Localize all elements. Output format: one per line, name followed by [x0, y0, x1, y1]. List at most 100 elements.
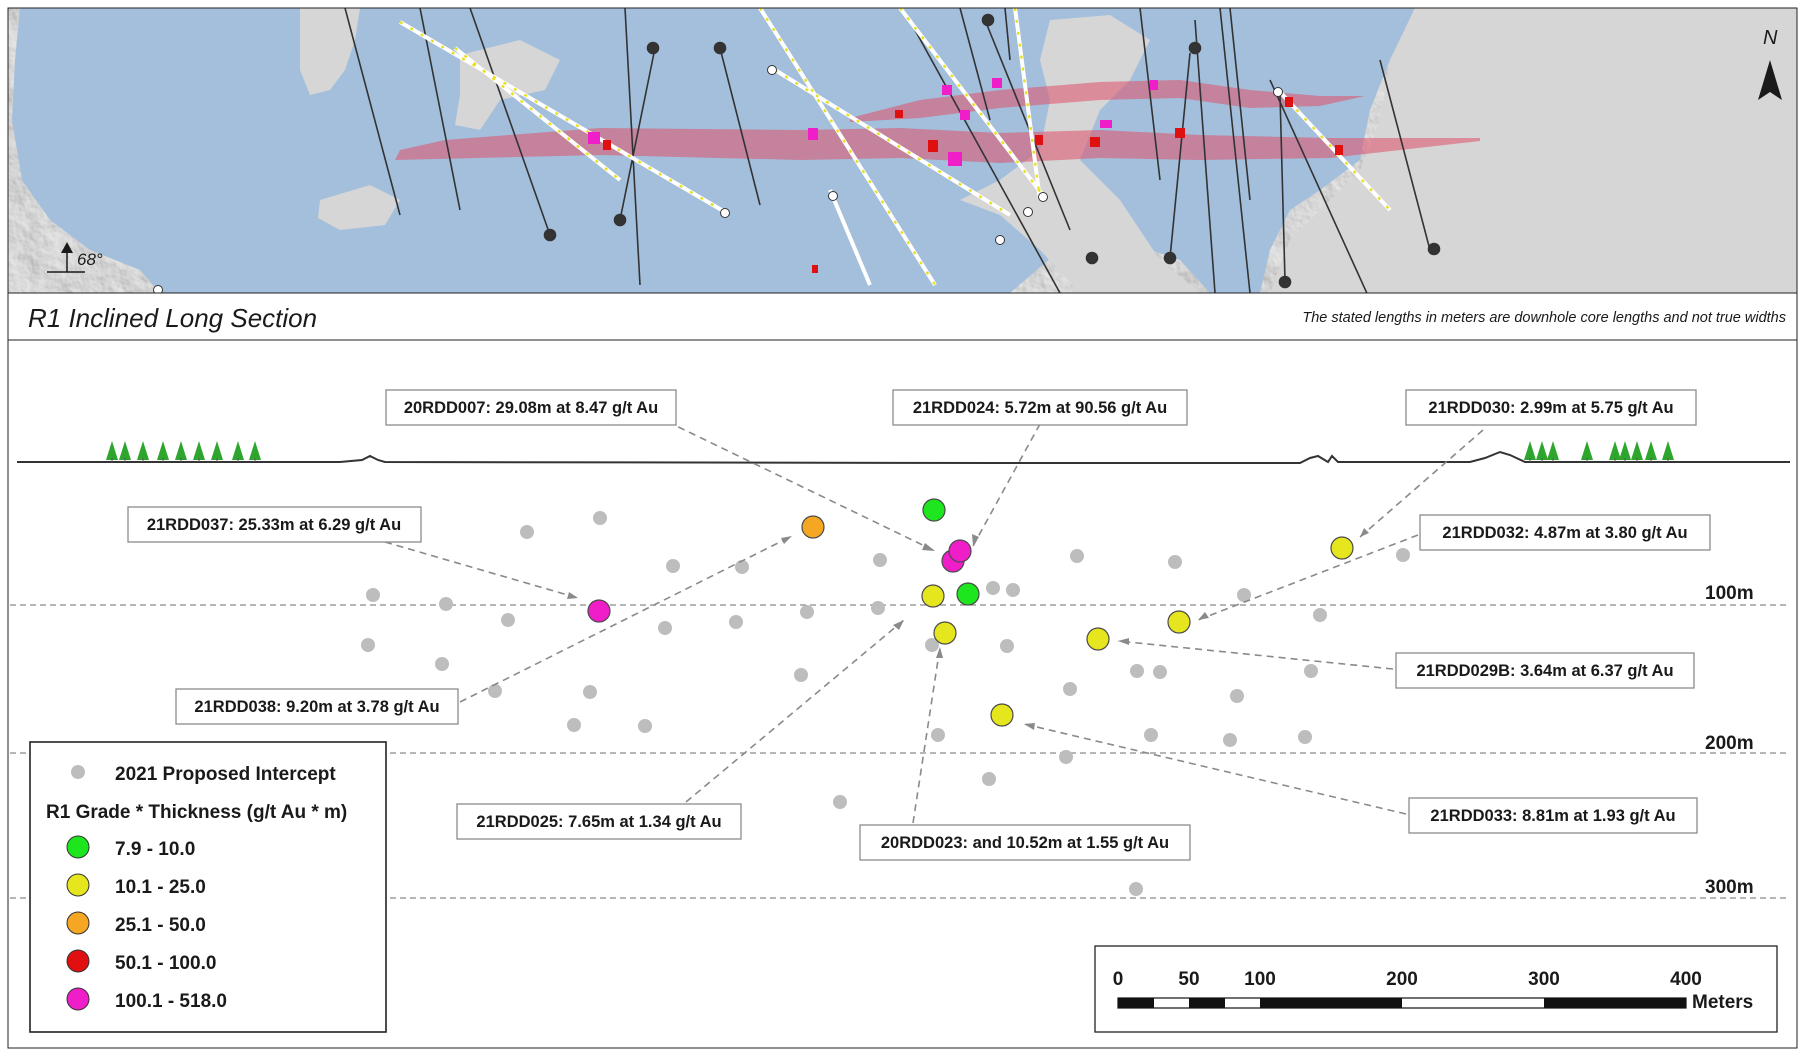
north-label: N: [1763, 27, 1778, 49]
callout-label: 20RDD007: 29.08m at 8.47 g/t Au: [404, 399, 658, 417]
intercept-21RDD029B[interactable]: [1086, 627, 1110, 651]
callout-20RDD023[interactable]: 20RDD023: and 10.52m at 1.55 g/t Au: [859, 824, 1191, 861]
callout-21RDD024[interactable]: 21RDD024: 5.72m at 90.56 g/t Au: [892, 389, 1188, 426]
tree-icon: [1536, 441, 1548, 460]
inclination-label: 68°: [77, 250, 103, 269]
intercept-21RDD025[interactable]: [921, 584, 945, 608]
inclination-indicator: 68°: [47, 242, 103, 273]
proposed-intercepts: [361, 511, 1410, 896]
callout-label: 21RDD037: 25.33m at 6.29 g/t Au: [147, 516, 401, 534]
proposed-intercept-dot: [593, 511, 607, 525]
tree-icon: [1547, 441, 1559, 460]
proposed-intercept-dot: [1144, 728, 1158, 742]
tree-icon: [1619, 441, 1631, 460]
callout-label: 21RDD029B: 3.64m at 6.37 g/t Au: [1416, 662, 1673, 680]
legend-class-3: 25.1 - 50.0: [66, 911, 206, 936]
proposed-intercept-dot: [1298, 730, 1312, 744]
trees-east: [1524, 441, 1674, 462]
tree-icon: [211, 441, 223, 460]
legend-class-4: 50.1 - 100.0: [66, 949, 216, 974]
tree-icon: [106, 441, 118, 460]
proposed-intercept-dot: [871, 601, 885, 615]
proposed-intercept-dot: [501, 613, 515, 627]
proposed-intercept-dot: [435, 657, 449, 671]
intercept-green-lower[interactable]: [956, 582, 980, 606]
widths-note: The stated lengths in meters are downhol…: [1302, 310, 1786, 326]
legend-class-label: 7.9 - 10.0: [115, 839, 195, 860]
island-north: [300, 8, 360, 95]
callout-21RDD029B[interactable]: 21RDD029B: 3.64m at 6.37 g/t Au: [1395, 652, 1695, 689]
intercept-21RDD024[interactable]: [948, 539, 972, 563]
callout-21RDD032[interactable]: 21RDD032: 4.87m at 3.80 g/t Au: [1419, 514, 1711, 551]
legend-class-label: 10.1 - 25.0: [115, 877, 206, 898]
long-section: 100m 200m 300m: [7, 339, 1798, 1049]
depth-level-100: 100m: [10, 583, 1790, 606]
trees-west: [106, 441, 261, 462]
proposed-intercept-dot: [1006, 583, 1020, 597]
vein-north: [850, 80, 1365, 122]
land-east: [1270, 8, 1797, 293]
drill-traces: [344, 8, 1441, 293]
intercept-20RDD023[interactable]: [933, 621, 957, 645]
callout-label: 21RDD030: 2.99m at 5.75 g/t Au: [1428, 399, 1673, 417]
callout-label: 21RDD024: 5.72m at 90.56 g/t Au: [913, 399, 1167, 417]
proposed-intercept-dot: [1304, 664, 1318, 678]
proposed-intercept-dot: [1237, 588, 1251, 602]
depth-label: 300m: [1705, 877, 1754, 898]
proposed-intercept-dot: [833, 795, 847, 809]
proposed-intercept-dot: [735, 560, 749, 574]
intercept-21RDD038[interactable]: [801, 515, 825, 539]
proposed-intercept-dot: [800, 605, 814, 619]
high-grade-intercepts: [588, 78, 1343, 273]
proposed-intercept-dot: [583, 685, 597, 699]
proposed-intercept-dot: [873, 553, 887, 567]
legend-class-label: 100.1 - 518.0: [115, 991, 227, 1012]
proposed-intercept-dot: [1063, 682, 1077, 696]
callout-20RDD007[interactable]: 20RDD007: 29.08m at 8.47 g/t Au: [385, 389, 677, 426]
tree-icon: [157, 441, 169, 460]
proposed-intercept-dot: [520, 525, 534, 539]
proposed-intercept-dot: [1223, 733, 1237, 747]
callout-21RDD030[interactable]: 21RDD030: 2.99m at 5.75 g/t Au: [1405, 389, 1697, 426]
assay-intercepts: [587, 498, 1354, 727]
legend-grade-title: R1 Grade * Thickness (g/t Au * m): [46, 802, 347, 823]
intercept-21RDD032[interactable]: [1167, 610, 1191, 634]
proposed-intercept-dot: [1153, 665, 1167, 679]
intercept-green-upper[interactable]: [922, 498, 946, 522]
intercept-21RDD033[interactable]: [990, 703, 1014, 727]
intercept-21RDD037[interactable]: [587, 599, 611, 623]
scale-tick-200: 200: [1386, 969, 1418, 990]
legend-proposed-label: 2021 Proposed Intercept: [115, 764, 336, 785]
proposed-intercept-dot: [1070, 549, 1084, 563]
proposed-intercept-dot: [1230, 689, 1244, 703]
intercept-21RDD030[interactable]: [1330, 536, 1354, 560]
scale-tick-0: 0: [1113, 969, 1124, 990]
proposed-intercept-dot: [982, 772, 996, 786]
proposed-intercept-dot: [1130, 664, 1144, 678]
callout-21RDD033[interactable]: 21RDD033: 8.81m at 1.93 g/t Au: [1408, 797, 1698, 834]
callout-connectors: [384, 405, 1484, 824]
tree-icon: [1609, 441, 1621, 460]
tree-icon: [175, 441, 187, 460]
proposed-intercept-dot: [794, 668, 808, 682]
scale-tick-300: 300: [1528, 969, 1560, 990]
callout-21RDD025[interactable]: 21RDD025: 7.65m at 1.34 g/t Au: [456, 803, 742, 840]
proposed-intercept-dot: [638, 719, 652, 733]
callout-21RDD038[interactable]: 21RDD038: 9.20m at 3.78 g/t Au: [175, 688, 459, 725]
legend-proposed-swatch: [71, 765, 85, 779]
callout-arrowheads: [567, 528, 1369, 730]
tree-icon: [1581, 441, 1593, 460]
proposed-intercept-dot: [925, 638, 939, 652]
tree-icon: [232, 441, 244, 460]
scale-unit: Meters: [1692, 992, 1753, 1013]
tree-icon: [1645, 441, 1657, 460]
proposed-intercept-dot: [567, 718, 581, 732]
tree-icon: [193, 441, 205, 460]
callout-21RDD037[interactable]: 21RDD037: 25.33m at 6.29 g/t Au: [127, 506, 422, 543]
tree-icon: [1524, 441, 1536, 460]
depth-label: 100m: [1705, 583, 1754, 604]
proposed-intercept-dot: [729, 615, 743, 629]
tree-icon: [119, 441, 131, 460]
callout-label: 21RDD025: 7.65m at 1.34 g/t Au: [476, 813, 721, 831]
legend-class-label: 25.1 - 50.0: [115, 915, 206, 936]
